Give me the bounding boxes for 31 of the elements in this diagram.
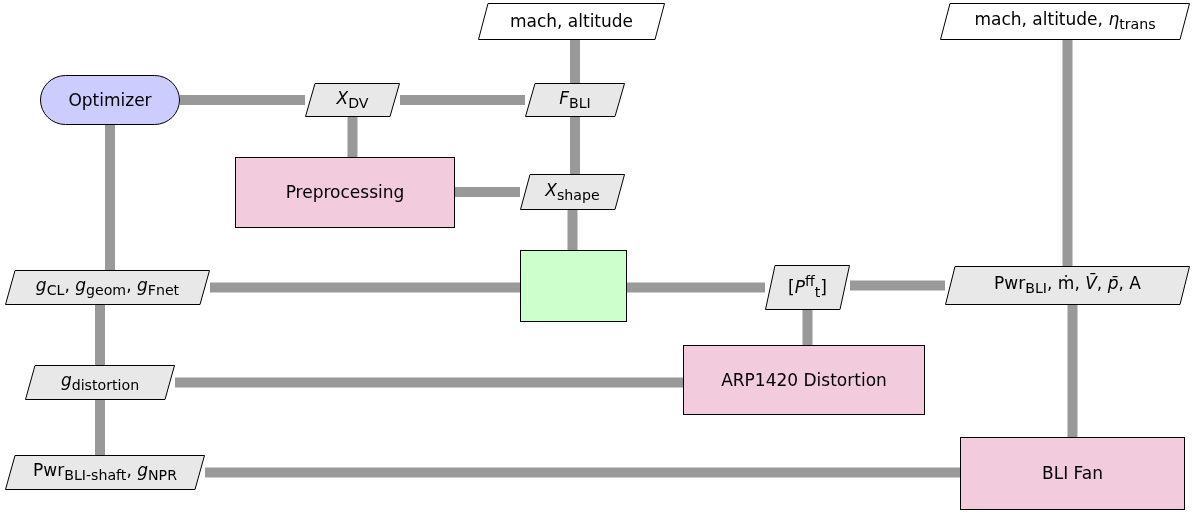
connector-line [570, 117, 580, 174]
connector-line [570, 40, 580, 83]
variable-label: mach, altitude [509, 12, 634, 31]
variable-label: F$_{BLI}$ [559, 88, 591, 112]
variable-label: Pwr$_{BLI}$, ṁ, V̄, p̄, A [994, 274, 1141, 297]
connector-line [1062, 40, 1073, 266]
connector-line [802, 310, 813, 345]
connector-line [455, 187, 520, 197]
connector-line [210, 282, 520, 293]
connector-line [627, 282, 765, 293]
connector-line [347, 117, 358, 157]
component-label: Preprocessing [285, 183, 405, 202]
connector-line [180, 95, 305, 105]
variable-label: g$_{distortion}$ [60, 371, 140, 394]
connector-line [1067, 305, 1078, 437]
connector-line [105, 125, 115, 270]
variable-label: X$_{shape}$ [545, 180, 600, 204]
connector-line [567, 210, 578, 250]
component-label: BLI Fan [1042, 464, 1103, 483]
connector-line [205, 467, 960, 478]
variable-label: g$_{CL}$, g$_{geom}$, g$_{Fnet}$ [35, 276, 180, 299]
component-label: ARP1420 Distortion [721, 370, 887, 390]
component-label: Optimizer [68, 90, 152, 110]
variable-label: mach, altitude, η$_{trans}$ [974, 10, 1156, 33]
variable-label: [P$^{ff}$$_{t}$] [788, 274, 827, 301]
connector-line [400, 95, 525, 105]
connector-line [95, 305, 105, 365]
variable-label: X$_{DV}$ [336, 88, 369, 112]
variable-label: Pwr$_{BLI-shaft}$, g$_{NPR}$ [33, 461, 177, 484]
connector-line [175, 377, 683, 388]
connector-line [850, 280, 945, 291]
